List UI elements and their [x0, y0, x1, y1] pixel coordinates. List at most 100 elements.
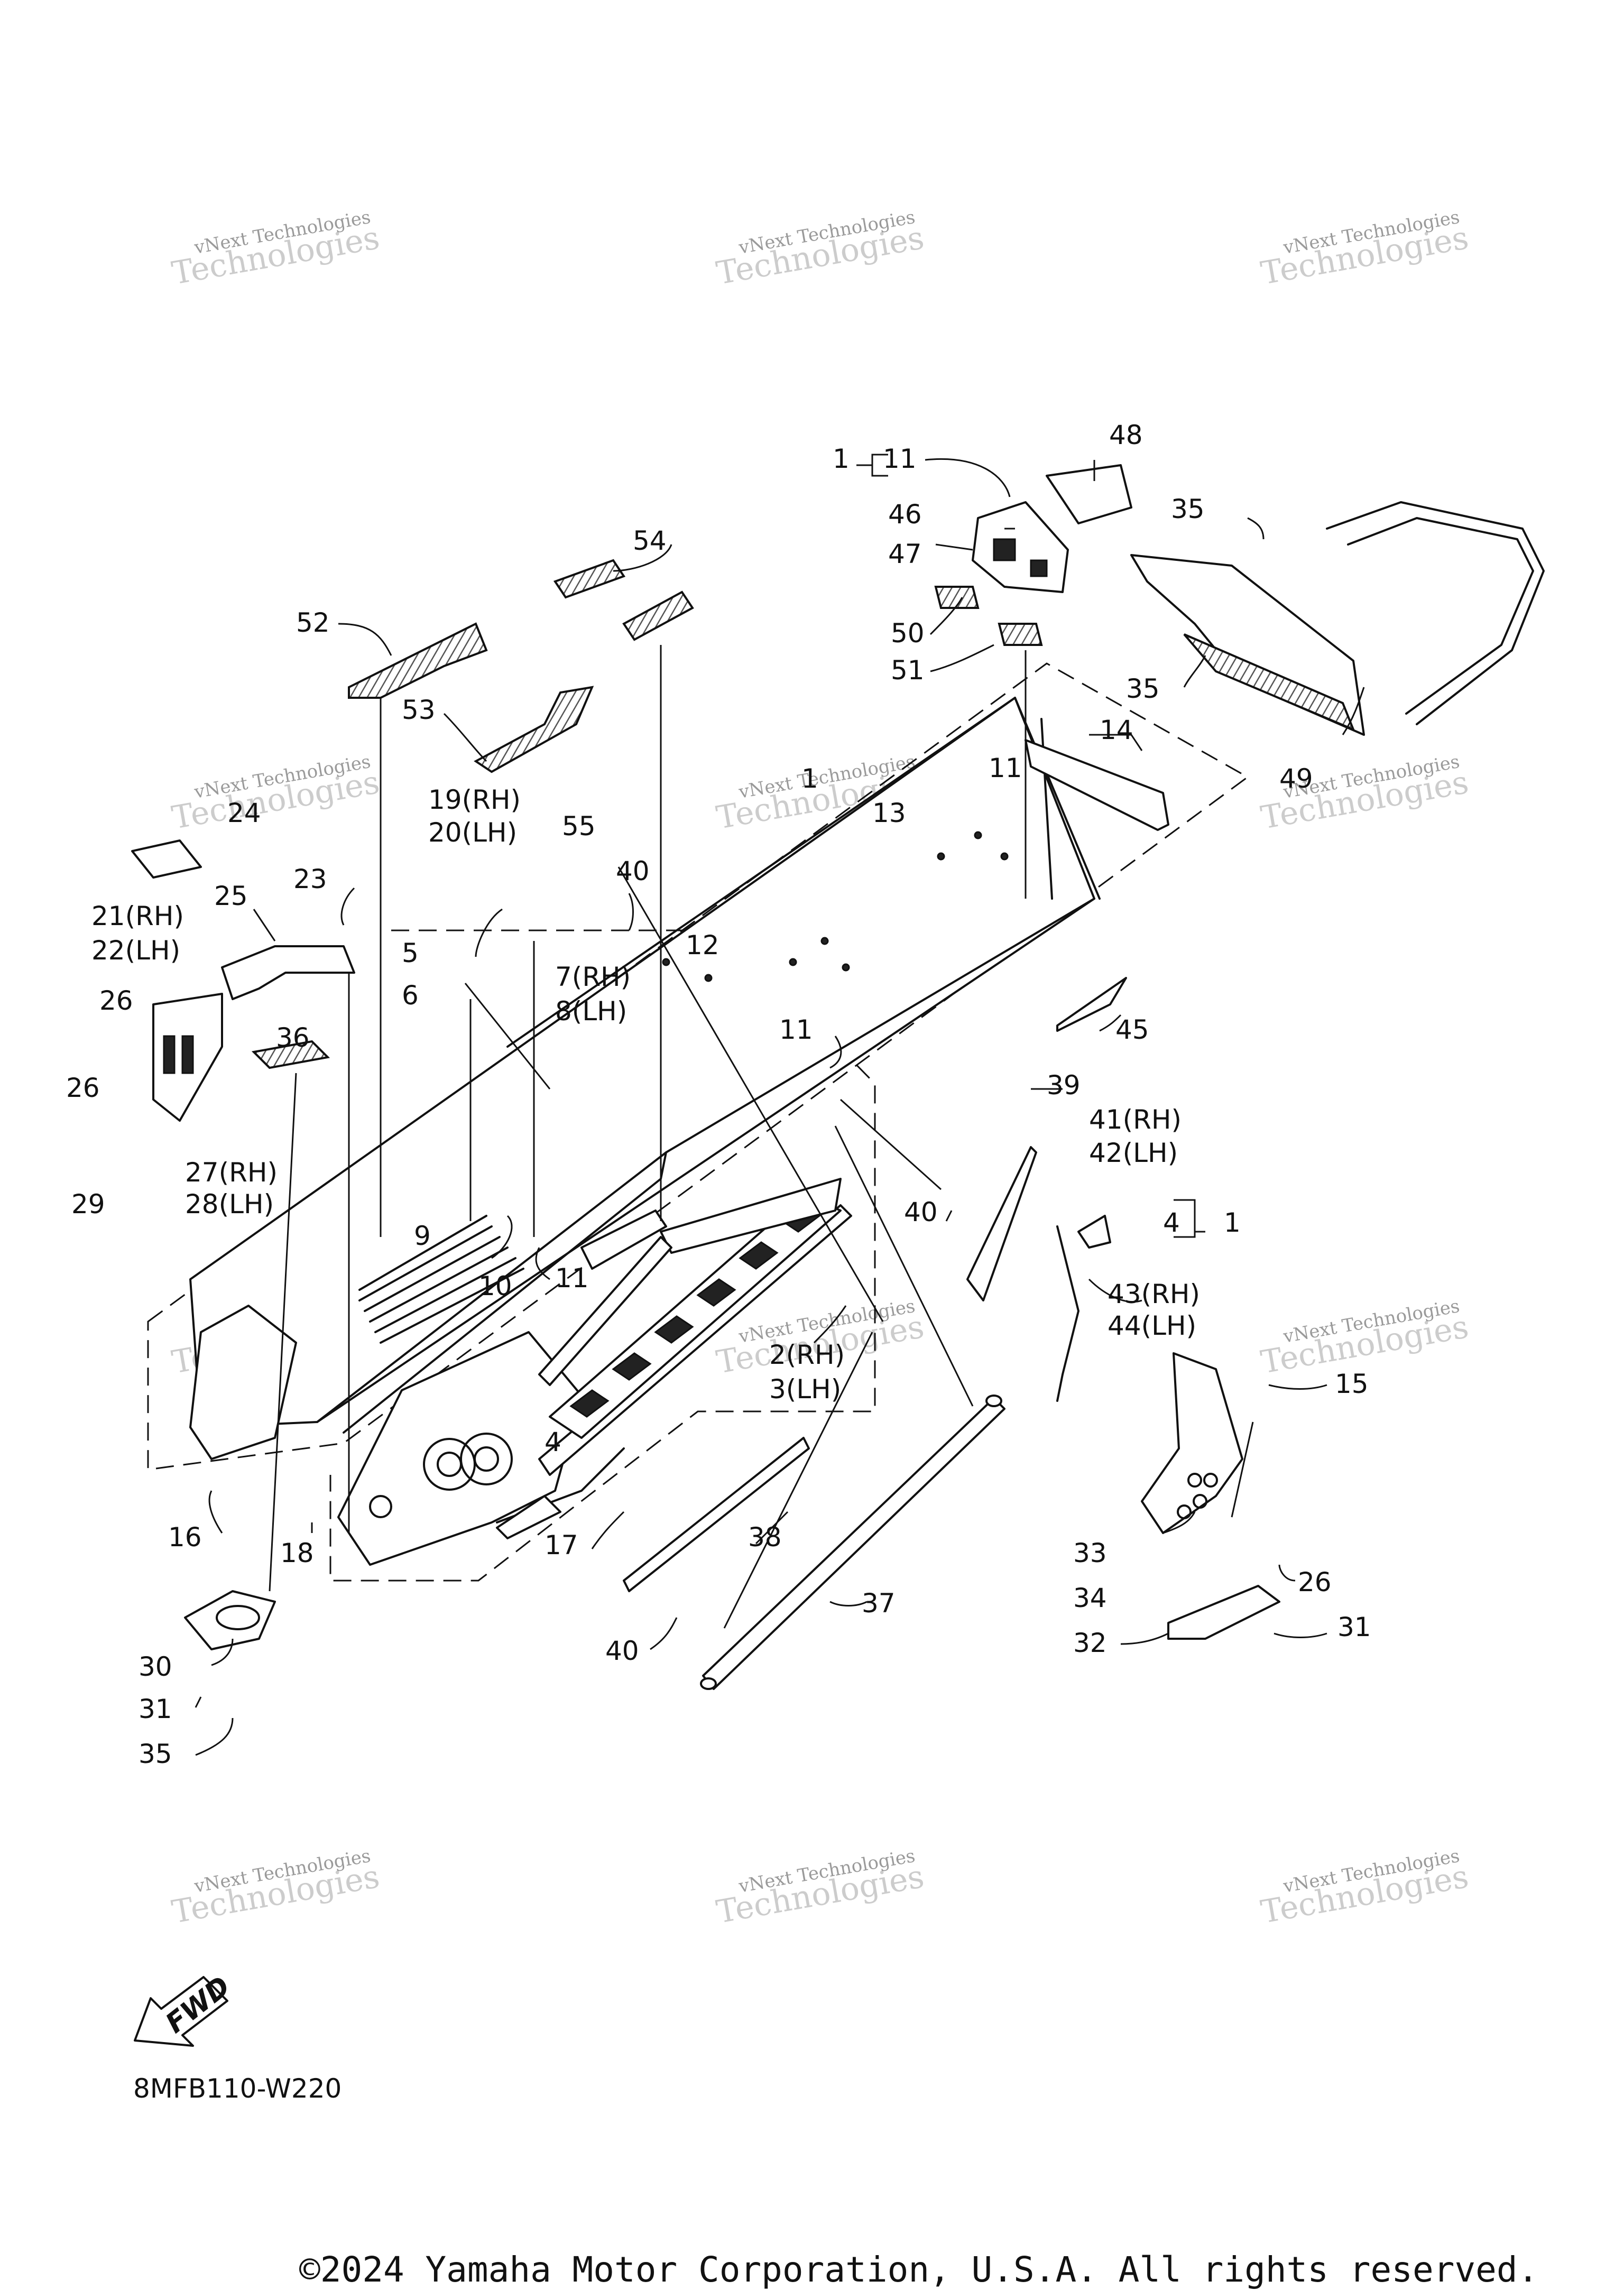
- pad-53: [474, 686, 594, 773]
- leader-lines: [195, 454, 1365, 1756]
- callout-29: 29: [71, 1189, 105, 1220]
- callout-13: 13: [872, 798, 906, 828]
- callout-36: 36: [276, 1022, 310, 1053]
- callout-37: 37: [862, 1588, 896, 1619]
- callout-26: 26: [99, 985, 133, 1016]
- callout-11: 11: [883, 444, 917, 474]
- callout-20: 20(LH): [428, 817, 517, 848]
- callout-11: 11: [989, 753, 1022, 783]
- callout-23: 23: [293, 864, 327, 894]
- left-side-parts: [131, 839, 355, 1650]
- callout-2: 2(RH): [769, 1340, 845, 1370]
- callout-4: 4: [1163, 1207, 1180, 1238]
- callout-15: 15: [1335, 1369, 1369, 1399]
- callout-31: 31: [1337, 1612, 1371, 1642]
- callout-7: 7(RH): [555, 962, 631, 992]
- callout-19: 19(RH): [428, 784, 521, 815]
- step-32: [1167, 1585, 1280, 1640]
- front-frame-part: [189, 1305, 625, 1566]
- callout-11: 11: [555, 1263, 589, 1294]
- plate-15: [1141, 1352, 1243, 1534]
- bar-38: [623, 1437, 810, 1592]
- callout-22: 22(LH): [91, 935, 180, 966]
- callout-33: 33: [1073, 1538, 1107, 1568]
- pad-50: [934, 586, 980, 609]
- rear-bumper-frame: [1326, 501, 1545, 725]
- callout-14: 14: [1100, 715, 1133, 745]
- callout-11: 11: [779, 1014, 813, 1045]
- callout-1: 1: [833, 444, 850, 474]
- callout-40: 40: [605, 1636, 639, 1666]
- callout-45: 45: [1115, 1014, 1149, 1045]
- diagram-code: 8MFB110-W220: [133, 2073, 342, 2104]
- callout-53: 53: [402, 695, 436, 725]
- callout-26: 26: [66, 1073, 100, 1103]
- tail-light-46: [972, 501, 1069, 593]
- callout-38: 38: [748, 1522, 782, 1553]
- step-30: [184, 1590, 276, 1650]
- callout-6: 6: [402, 980, 419, 1011]
- callout-labels: 1 11 48 46 47 35 54 52 50 51 35 53 14 49…: [66, 420, 1371, 1769]
- callout-50: 50: [891, 618, 925, 649]
- cover-24: [131, 839, 202, 879]
- callout-16: 16: [168, 1522, 202, 1553]
- callout-46: 46: [888, 499, 922, 530]
- callout-17: 17: [545, 1530, 578, 1560]
- callout-27: 27(RH): [185, 1157, 278, 1188]
- callout-26: 26: [1298, 1567, 1332, 1598]
- plate-45: [1056, 977, 1127, 1032]
- callout-48: 48: [1109, 420, 1143, 450]
- handle-21: [221, 945, 355, 1000]
- callout-40: 40: [616, 856, 650, 887]
- callout-24: 24: [227, 798, 261, 828]
- tunnel-assembly-outline: [147, 662, 1249, 1471]
- guide-lines: [269, 645, 1254, 1629]
- callout-9: 9: [414, 1221, 431, 1251]
- callout-39: 39: [1047, 1070, 1081, 1101]
- callout-40: 40: [904, 1197, 938, 1227]
- callout-35: 35: [1126, 673, 1160, 704]
- callout-5: 5: [402, 938, 419, 968]
- callout-1: 1: [1224, 1207, 1241, 1238]
- callout-1: 1: [801, 763, 818, 794]
- callout-4: 4: [545, 1427, 561, 1457]
- callout-35: 35: [139, 1739, 172, 1769]
- callout-51: 51: [891, 655, 925, 686]
- callout-10: 10: [478, 1271, 512, 1301]
- callout-21: 21(RH): [91, 901, 184, 931]
- rear-parts: [972, 464, 1545, 831]
- pad-51: [998, 623, 1043, 646]
- chain-43: [1056, 1225, 1079, 1402]
- callout-18: 18: [280, 1538, 314, 1568]
- callout-44: 44(LH): [1108, 1310, 1196, 1341]
- callout-54: 54: [633, 525, 667, 556]
- copyright-notice: ©2024 Yamaha Motor Corporation, U.S.A. A…: [299, 2249, 1538, 2290]
- callout-47: 47: [888, 539, 922, 569]
- callout-8: 8(LH): [555, 996, 627, 1027]
- tunnel-part: [189, 697, 1101, 1434]
- pad-52: [348, 622, 488, 699]
- callout-30: 30: [139, 1651, 172, 1682]
- fwd-arrow-icon: FWD: [134, 1970, 236, 2047]
- callout-12: 12: [686, 930, 719, 961]
- callout-28: 28(LH): [185, 1189, 274, 1220]
- pad-36: [251, 1040, 330, 1069]
- running-board-part: [538, 1178, 852, 1476]
- callout-42: 42(LH): [1089, 1138, 1178, 1168]
- callout-49: 49: [1279, 763, 1313, 794]
- rear-bracket-14: [1025, 739, 1169, 831]
- callout-55: 55: [562, 811, 596, 842]
- pad-54a: [553, 559, 626, 599]
- callout-3: 3(LH): [769, 1374, 841, 1405]
- callout-31: 31: [139, 1694, 172, 1724]
- callout-52: 52: [296, 607, 330, 638]
- callout-25: 25: [214, 881, 248, 911]
- callout-32: 32: [1073, 1628, 1107, 1658]
- callout-43: 43(RH): [1108, 1279, 1200, 1309]
- bracket-4: [1077, 1215, 1111, 1249]
- tail-cover-48: [1046, 464, 1132, 524]
- bar-parts: [623, 1395, 1005, 1690]
- callout-41: 41(RH): [1089, 1104, 1182, 1135]
- pad-parts: [348, 559, 1043, 773]
